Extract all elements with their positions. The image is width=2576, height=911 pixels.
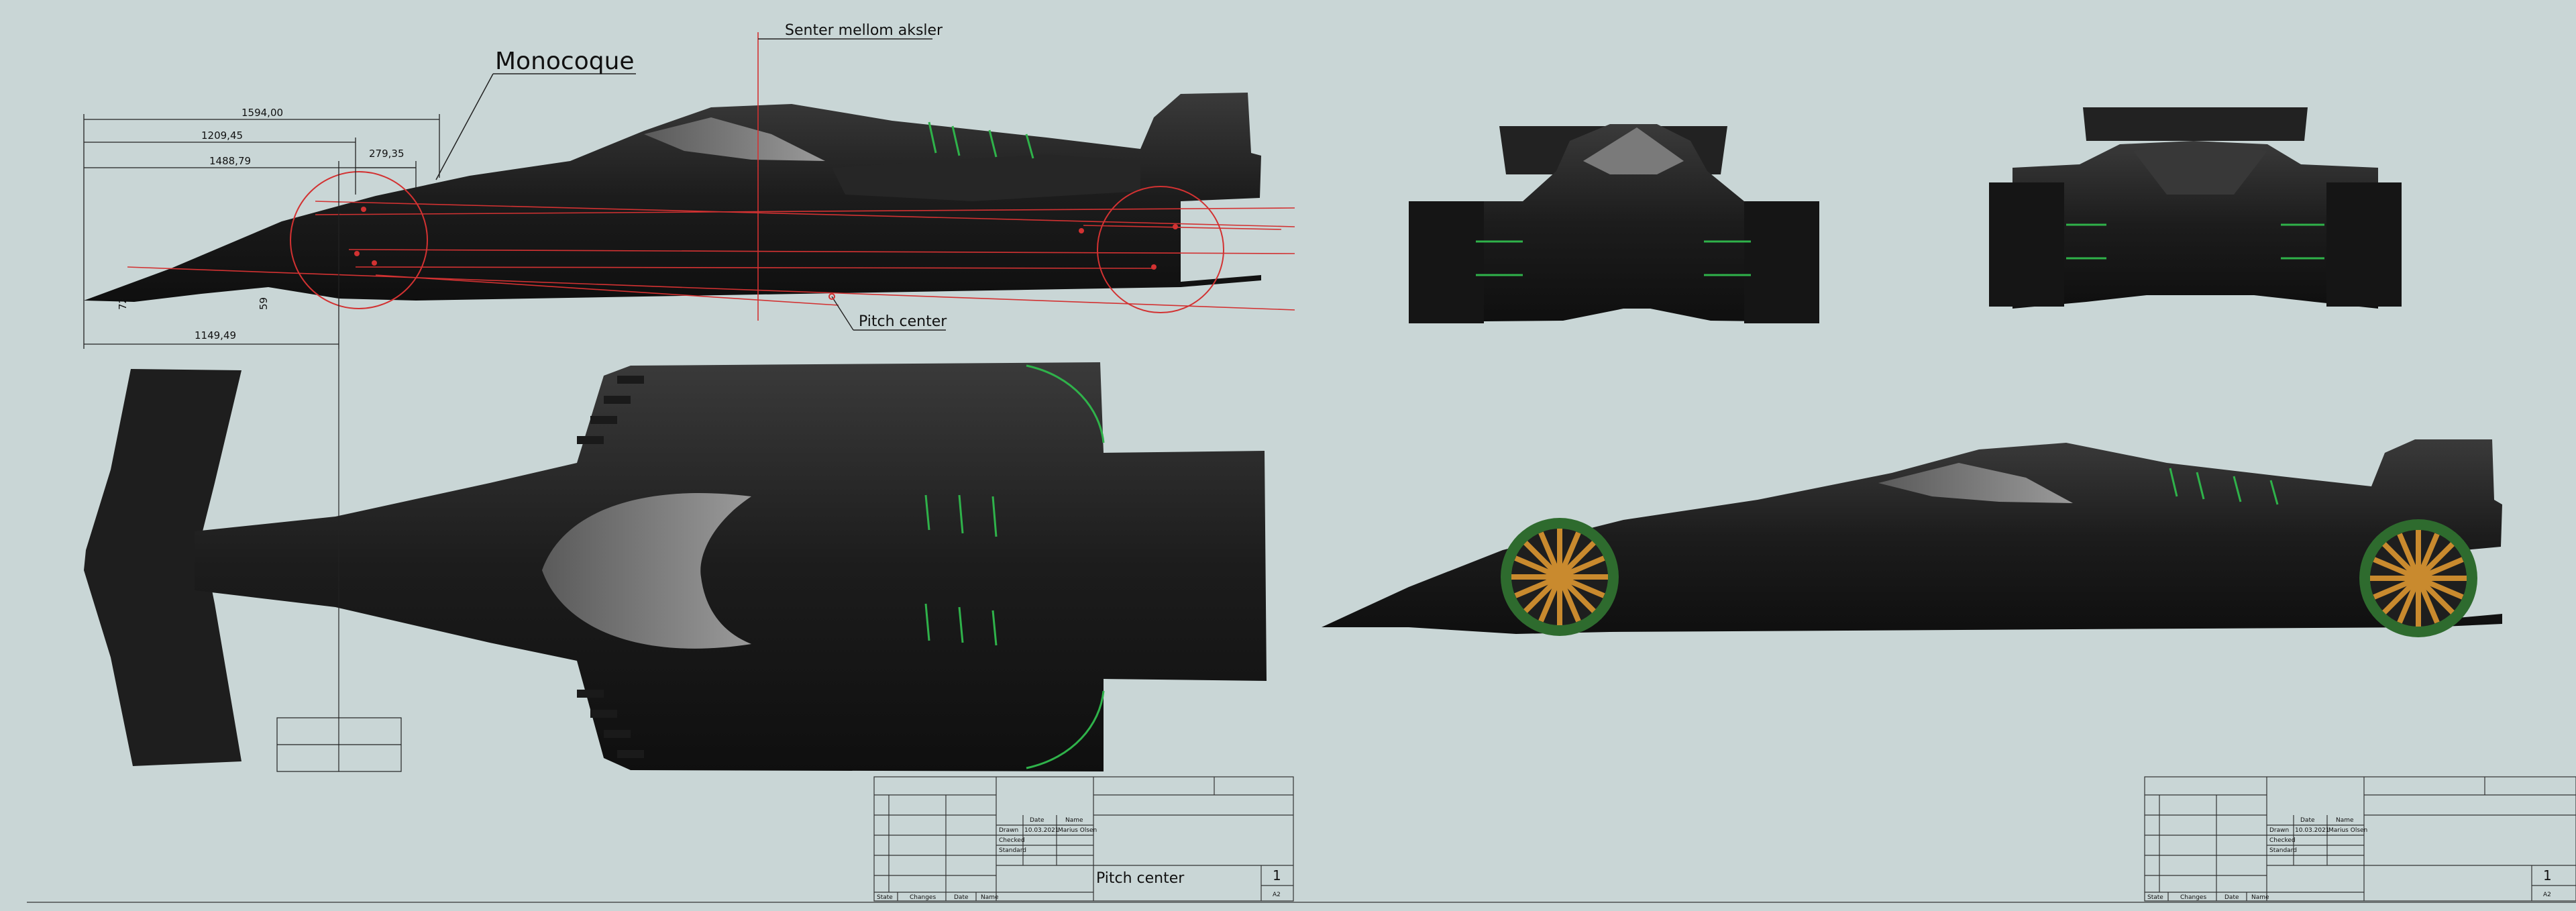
- right-tire-front: [1744, 201, 1819, 323]
- green-accents-rear: [2066, 223, 2324, 260]
- dimension-lines: [83, 114, 440, 349]
- pitch-center-label: Pitch center: [859, 313, 947, 330]
- monocoque-label: Monocoque: [495, 48, 635, 75]
- dim-1209: 1209,45: [201, 129, 243, 142]
- vent-lines-render: [2169, 468, 2279, 505]
- cockpit-top: [542, 492, 751, 649]
- car-body-render: [1322, 439, 2502, 634]
- front-wheel-circle: [290, 171, 428, 309]
- tb-left-row-checked: Checked: [999, 837, 1025, 844]
- render-side-view: [1322, 439, 2502, 637]
- tb-right-sheet: 1: [2543, 867, 2552, 883]
- tb-right-format: A2: [2543, 892, 2551, 898]
- construction-lines: [127, 32, 1295, 321]
- tb-left-row-drawn: Drawn: [999, 827, 1018, 834]
- tb-right-drawn-name: Marius Olsen: [2328, 827, 2367, 834]
- front-view: [1409, 124, 1819, 323]
- dim-72: 72: [117, 297, 129, 310]
- pitch-center-point: [828, 293, 835, 300]
- tb-left-footer-name: Name: [981, 894, 999, 901]
- vent-lines-side: [928, 121, 1034, 159]
- monocoque-leader: [435, 73, 494, 180]
- cockpit-render: [1878, 463, 2073, 503]
- car-body-rear: [2012, 141, 2378, 309]
- tb-right-footer-state: State: [2147, 894, 2163, 901]
- title-block-left: [873, 776, 1294, 902]
- tb-left-col-name: Name: [1065, 817, 1083, 824]
- car-body-side: [84, 93, 1261, 302]
- fins-top: [577, 376, 644, 758]
- sidepod-edge-bottom: [1026, 690, 1105, 769]
- front-wheel-render: [1501, 518, 1619, 636]
- tb-right-row-standard: Standard: [2269, 847, 2297, 854]
- rear-wheel-circle: [1097, 186, 1224, 313]
- right-tire-rear: [2326, 182, 2402, 307]
- dim-1488: 1488,79: [209, 155, 251, 167]
- rear-view: [1989, 107, 2402, 309]
- tb-left-sheet: 1: [1273, 867, 1281, 883]
- cockpit-side: [644, 117, 825, 161]
- tb-right-col-name: Name: [2336, 817, 2354, 824]
- axle-center-label: Senter mellom aksler: [785, 22, 943, 39]
- tb-right-footer-changes: Changes: [2180, 894, 2206, 901]
- tb-left-drawn-date: 10.03.2021: [1024, 827, 1059, 834]
- title-block-right: [2144, 776, 2576, 902]
- tb-right-footer-date: Date: [2224, 894, 2239, 901]
- vent-lines-top: [924, 494, 998, 646]
- tb-left-footer-changes: Changes: [910, 894, 936, 901]
- dim-1594: 1594,00: [241, 107, 283, 119]
- rear-wheel-render: [2359, 519, 2477, 637]
- tb-right-row-drawn: Drawn: [2269, 827, 2289, 834]
- tb-left-title: Pitch center: [1096, 870, 1185, 887]
- sidepod-edge-top: [1026, 364, 1105, 443]
- side-view: 1594,00 1209,45 1488,79 279,35 1149,49 7…: [83, 22, 1295, 349]
- dim-279: 279,35: [369, 148, 405, 160]
- tb-left-footer-date: Date: [954, 894, 969, 901]
- rear-wing-rear: [2083, 107, 2308, 141]
- front-wing-top: [84, 369, 241, 766]
- tb-left-format: A2: [1273, 892, 1281, 898]
- diffuser-rear: [2133, 144, 2267, 195]
- car-body-front: [1409, 124, 1819, 322]
- tb-right-row-checked: Checked: [2269, 837, 2296, 844]
- tb-left-drawn-name: Marius Olsen: [1058, 827, 1097, 834]
- green-accents-front: [1476, 240, 1751, 276]
- car-body-top: [195, 362, 1267, 771]
- dim-59: 59: [258, 297, 270, 310]
- construction-points: [354, 207, 1178, 270]
- pitch-center-leader: [831, 296, 854, 331]
- nose-highlight-front: [1583, 127, 1684, 174]
- tb-right-drawn-date: 10.03.2021: [2295, 827, 2330, 834]
- tb-right-col-date: Date: [2300, 817, 2315, 824]
- engine-cover-side: [832, 154, 1140, 201]
- top-view: [84, 349, 1267, 772]
- tb-left-row-standard: Standard: [999, 847, 1026, 854]
- tb-right-footer-name: Name: [2251, 894, 2269, 901]
- left-tire-front: [1409, 201, 1484, 323]
- tb-left-footer-state: State: [877, 894, 893, 901]
- tb-left-col-date: Date: [1030, 817, 1044, 824]
- dim-1149: 1149,49: [195, 329, 236, 341]
- left-tire-rear: [1989, 182, 2064, 307]
